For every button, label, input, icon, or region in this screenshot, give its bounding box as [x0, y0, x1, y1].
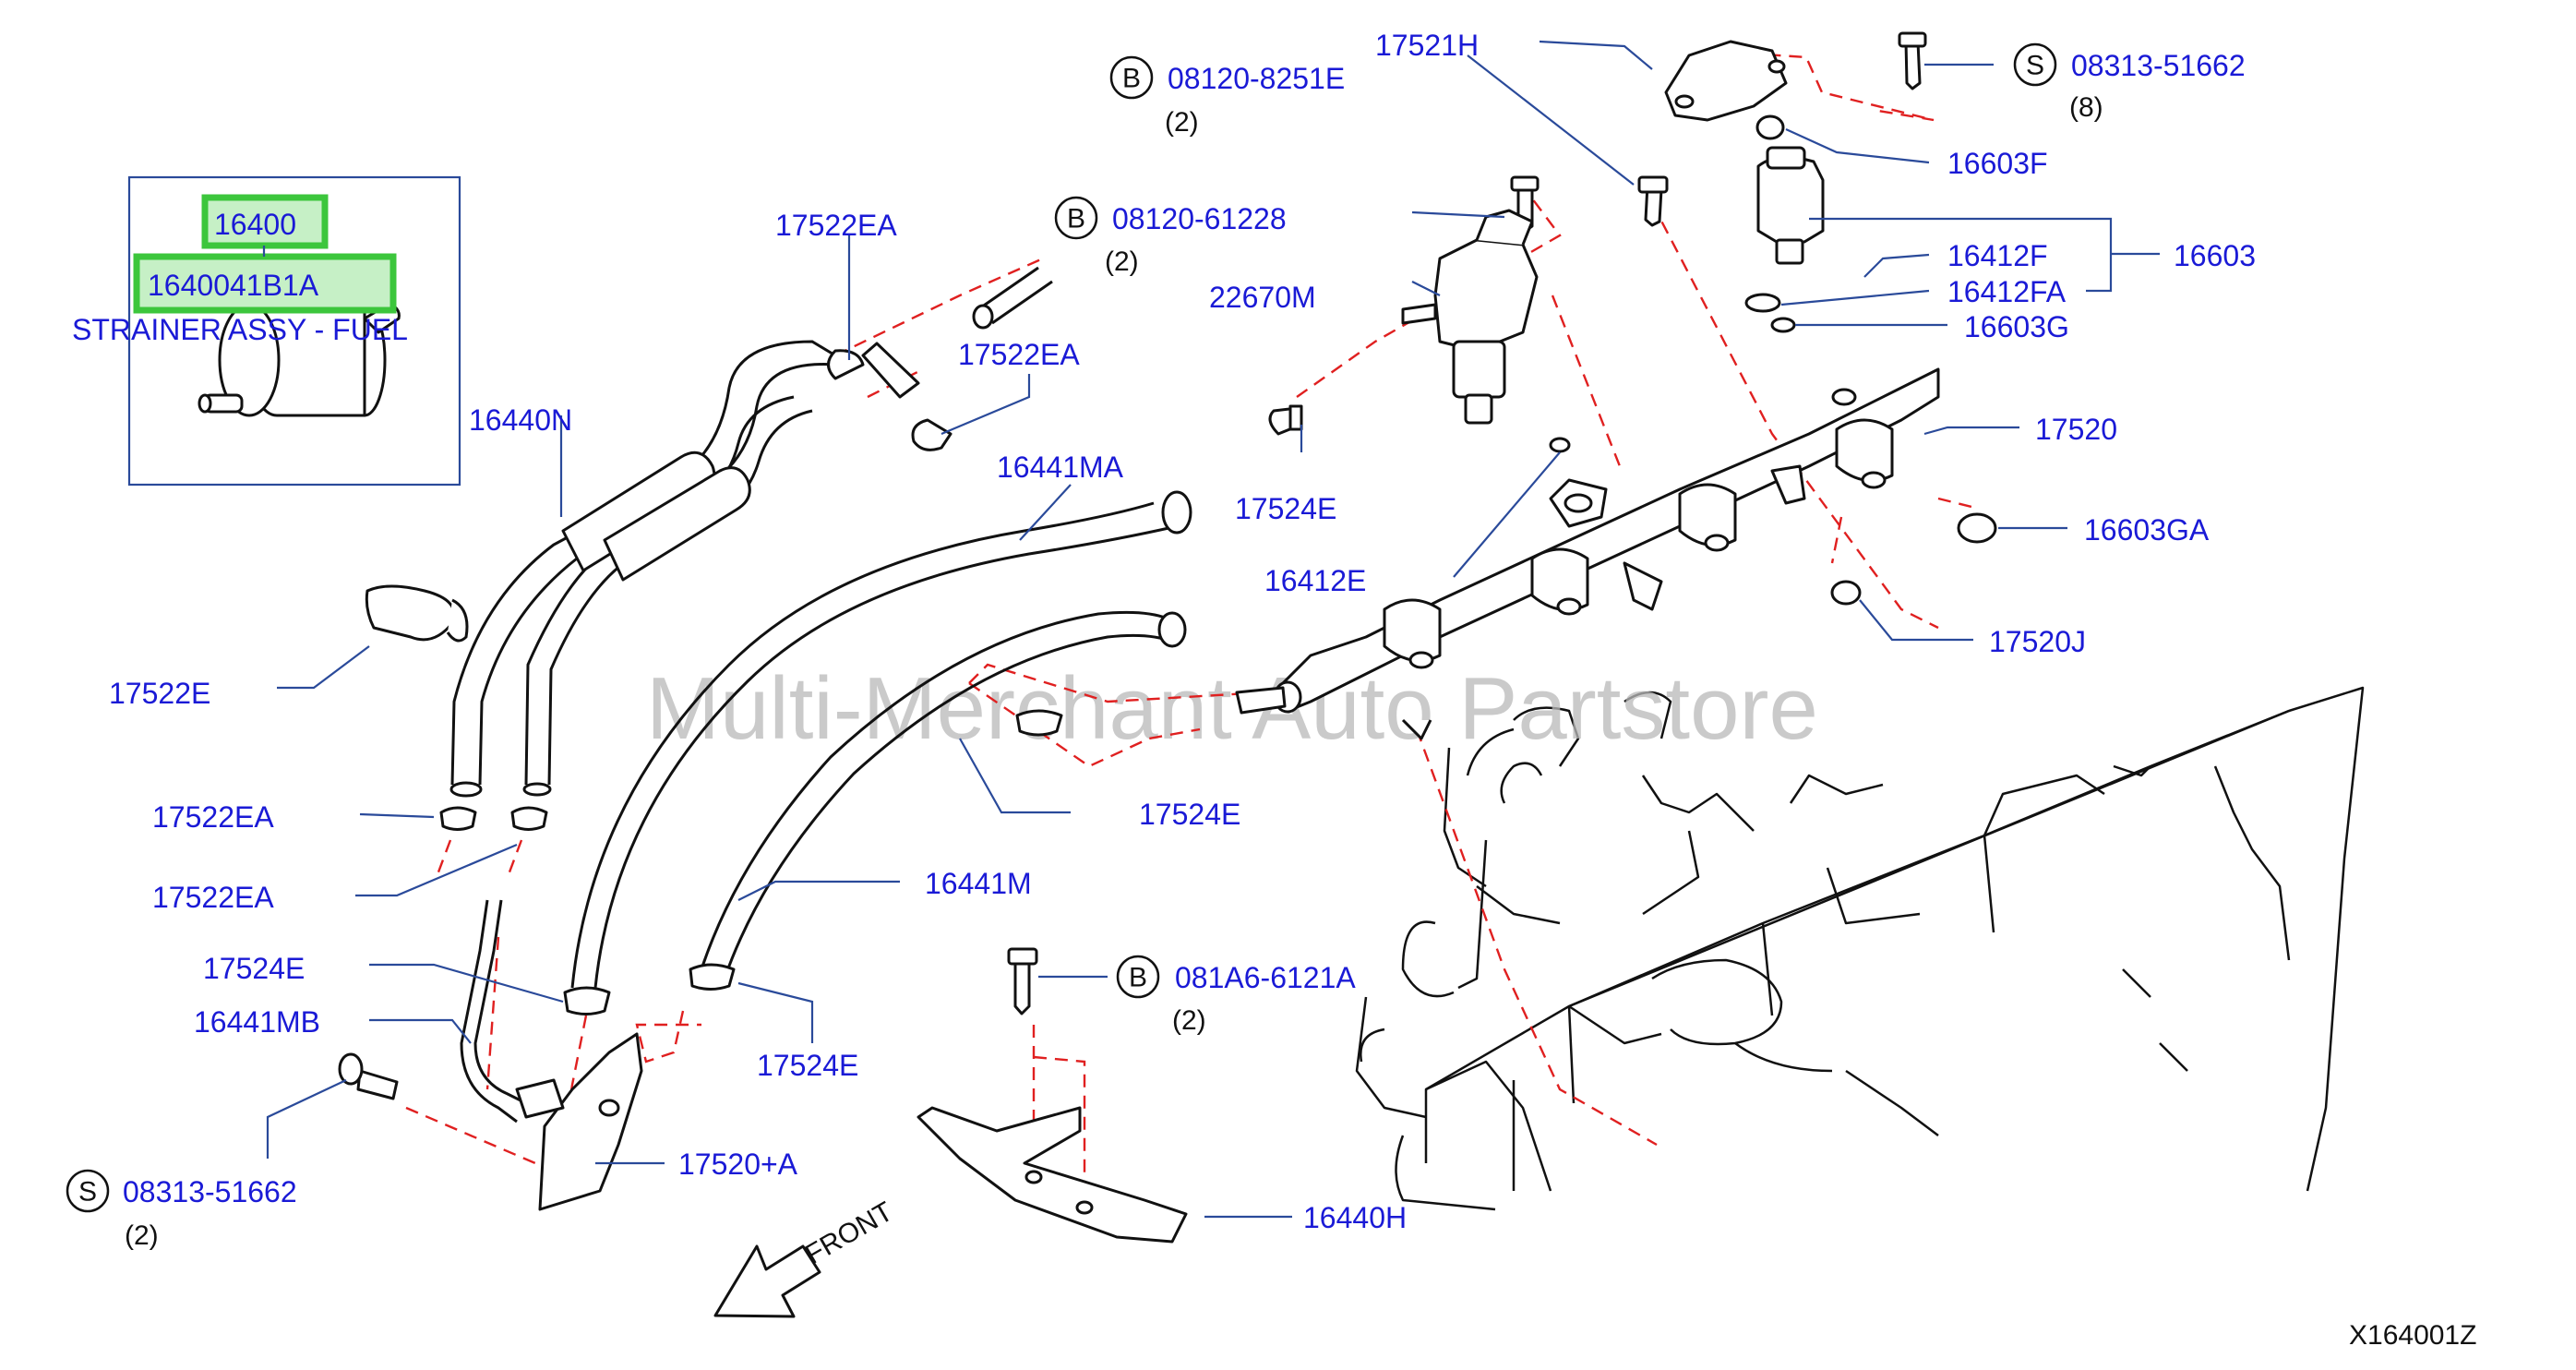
- fuel-rail: [1235, 367, 1940, 740]
- label-16440H[interactable]: 16440H: [1303, 1201, 1407, 1234]
- label-16603GA[interactable]: 16603GA: [2084, 513, 2210, 547]
- fastener-s1-qty: (8): [2069, 92, 2103, 123]
- label-17524E-top[interactable]: 17524E: [1235, 492, 1336, 525]
- bracket-17520A: [538, 1032, 643, 1211]
- pressure-regulator: [1401, 209, 1539, 425]
- seal-17520J: [1830, 580, 1862, 606]
- b-circle-icon: [1109, 55, 1154, 100]
- label-16412E[interactable]: 16412E: [1264, 564, 1366, 597]
- label-17524E-left[interactable]: 17524E: [203, 952, 305, 985]
- inset-frame: [127, 175, 461, 487]
- clamp-17524E-mid: [1015, 709, 1063, 737]
- leader-lines: [266, 40, 2160, 1219]
- inset-part-number[interactable]: 16400: [214, 208, 296, 241]
- label-16603F[interactable]: 16603F: [1947, 147, 2048, 180]
- label-17524E-mid[interactable]: 17524E: [1139, 798, 1240, 831]
- label-17522EA-top[interactable]: 17522EA: [775, 209, 897, 242]
- screw-08313-51662-bottom: [356, 1069, 399, 1100]
- fastener-b2[interactable]: B 08120-61228 (2): [1054, 196, 1287, 277]
- o-ring-16412FA: [1744, 293, 1781, 313]
- svg-text:S: S: [78, 1177, 97, 1208]
- inset-alt-part-number[interactable]: 1640041B1A: [148, 269, 319, 302]
- inset-description: STRAINER ASSY - FUEL: [72, 313, 408, 346]
- label-17520[interactable]: 17520: [2035, 413, 2117, 446]
- fastener-b3-qty: (2): [1172, 1005, 1206, 1036]
- clamp-17524E-left: [563, 986, 611, 1015]
- screw-08313-51662-top: [1904, 40, 1922, 90]
- s-circle-icon: [66, 1169, 110, 1213]
- clamp-17524E-bottom: [689, 963, 736, 991]
- brackets: [515, 1032, 1188, 1244]
- fastener-b3-number[interactable]: 081A6-6121A: [1175, 961, 1356, 994]
- label-16412F[interactable]: 16412F: [1947, 239, 2048, 272]
- label-16412FA[interactable]: 16412FA: [1947, 275, 2067, 308]
- watermark-text: Multi-Merchant Auto Partstore: [646, 659, 1818, 758]
- bolt-081A6-6121A: [1013, 958, 1031, 1015]
- fuel-hoses: [449, 266, 1192, 1124]
- svg-text:B: B: [1129, 963, 1147, 993]
- fastener-b2-qty: (2): [1105, 246, 1139, 277]
- label-16441M[interactable]: 16441M: [925, 867, 1032, 900]
- fastener-b2-number[interactable]: 08120-61228: [1112, 202, 1287, 235]
- s-circle-icon: [2013, 42, 2057, 87]
- highlight-part-number: [201, 194, 329, 249]
- svg-text:S: S: [2026, 51, 2044, 81]
- connector-17521H: [1664, 40, 1788, 122]
- label-16441MB[interactable]: 16441MB: [194, 1005, 320, 1039]
- fastener-b1[interactable]: B 08120-8251E (2): [1109, 55, 1345, 138]
- clamp-17522EA-left2: [510, 806, 548, 831]
- hose-clamps: [365, 342, 1303, 1015]
- label-17524E-bottom[interactable]: 17524E: [757, 1049, 858, 1082]
- front-direction-indicator: FRONT: [713, 1196, 898, 1318]
- o-ring-16412E: [1549, 437, 1571, 453]
- label-17522EA-left2[interactable]: 17522EA: [152, 881, 274, 914]
- label-16441MA[interactable]: 16441MA: [997, 451, 1124, 484]
- hose-sleeve-lower: [603, 466, 751, 582]
- fuel-injector: [1664, 40, 1997, 606]
- label-17522E[interactable]: 17522E: [109, 677, 210, 710]
- fastener-s2-number[interactable]: 08313-51662: [123, 1175, 297, 1208]
- label-22670M[interactable]: 22670M: [1209, 281, 1316, 314]
- b-circle-icon: [1054, 196, 1098, 240]
- bracket-16440H: [917, 1106, 1188, 1244]
- strainer-inset: 16400 1640041B1A STRAINER ASSY - FUEL: [72, 175, 461, 487]
- fastener-b3[interactable]: B 081A6-6121A (2): [1116, 955, 1356, 1036]
- label-17521H[interactable]: 17521H: [1375, 29, 1479, 62]
- label-16603G[interactable]: 16603G: [1964, 310, 2069, 343]
- part-labels: 17521H 17522EA 22670M 17522EA 16440N 164…: [109, 29, 2256, 1234]
- fastener-s1-number[interactable]: 08313-51662: [2071, 49, 2246, 82]
- svg-text:B: B: [1067, 204, 1085, 234]
- label-17522EA-left1[interactable]: 17522EA: [152, 800, 274, 834]
- label-17522EA-mid[interactable]: 17522EA: [958, 338, 1080, 371]
- clamp-17522E: [365, 584, 456, 642]
- front-arrow-icon: [713, 1244, 821, 1318]
- diagram-code: X164001Z: [2349, 1320, 2476, 1351]
- spacer-16603G: [1770, 317, 1796, 333]
- fasteners-drawing: [338, 31, 1927, 1100]
- spacer-16603GA: [1957, 512, 1997, 544]
- label-17520J[interactable]: 17520J: [1989, 625, 2086, 658]
- fastener-s2-qty: (2): [125, 1220, 159, 1251]
- grommet-16603F: [1755, 114, 1785, 140]
- b-circle-icon: [1116, 955, 1160, 999]
- label-16440N[interactable]: 16440N: [469, 403, 572, 437]
- label-16603[interactable]: 16603: [2174, 239, 2256, 272]
- fastener-s2[interactable]: S 08313-51662 (2): [66, 1169, 297, 1251]
- fastener-b1-qty: (2): [1165, 107, 1199, 138]
- clamp-17522EA-left1: [439, 806, 477, 831]
- clamp-17522EA-mid: [911, 418, 953, 451]
- fastener-s1[interactable]: S 08313-51662 (8): [2013, 42, 2246, 123]
- fastener-b1-number[interactable]: 08120-8251E: [1168, 62, 1345, 95]
- front-label: FRONT: [800, 1196, 898, 1270]
- label-17520A[interactable]: 17520+A: [678, 1148, 798, 1181]
- svg-text:B: B: [1122, 64, 1141, 94]
- engine-block-drawing: [1355, 686, 2365, 1211]
- fastener-callouts: B 08120-8251E (2) S 08313-51662 (8) B 08…: [66, 42, 2246, 1251]
- clamp-17522EA-top: [827, 349, 865, 380]
